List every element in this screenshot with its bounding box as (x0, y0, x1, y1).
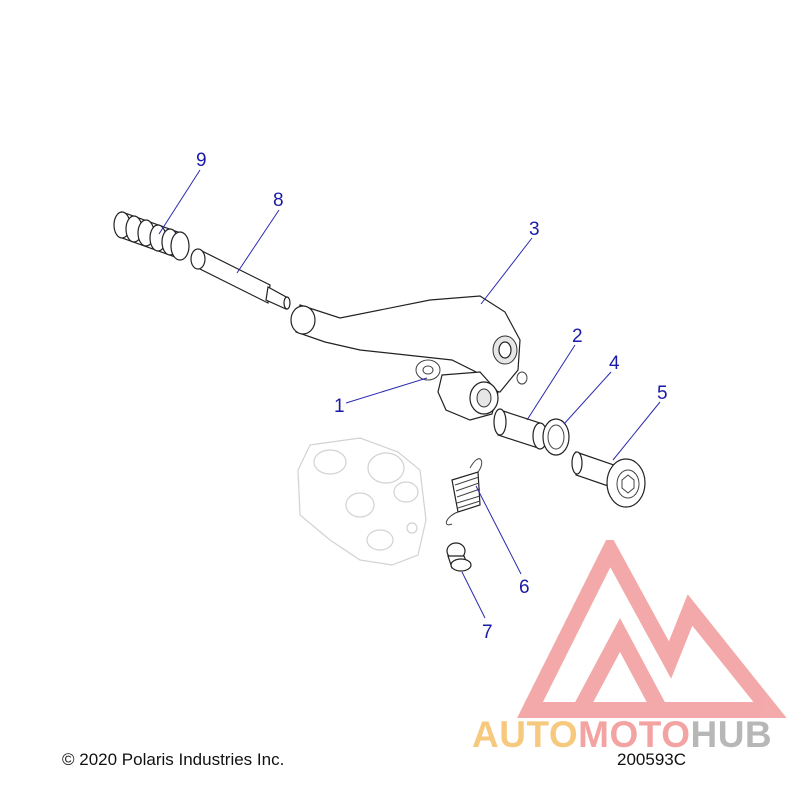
part-9-grip (113, 211, 190, 261)
callout-4: 4 (609, 353, 620, 374)
watermark-auto: AUTO (472, 714, 579, 755)
callout-9: 9 (196, 150, 207, 171)
caliper-ghost (297, 437, 427, 566)
part-8-pin (190, 248, 291, 310)
drawing-number: 200593C (617, 750, 687, 769)
part-4-washer (542, 418, 570, 456)
callout-1: 1 (334, 396, 345, 417)
leader-5 (612, 401, 661, 461)
leader-3 (480, 237, 533, 305)
part-7-screw (446, 542, 472, 572)
part-5-bolt (571, 451, 646, 508)
part-2-bushing (493, 408, 548, 450)
callout-labels: 1 2 3 4 5 6 7 8 9 (196, 150, 668, 643)
copyright-text: © 2020 Polaris Industries Inc. (62, 750, 285, 769)
leader-9 (158, 169, 201, 235)
leader-lines (158, 169, 661, 619)
part-3-pedal-arm (290, 295, 528, 421)
callout-2: 2 (572, 326, 583, 347)
leader-4 (563, 371, 612, 425)
leader-7 (461, 571, 486, 619)
watermark-moto: MOTO (578, 714, 691, 755)
leader-2 (526, 344, 576, 421)
part-6-spring (445, 458, 483, 526)
callout-8: 8 (273, 190, 284, 211)
automotohub-logo (517, 540, 787, 718)
leader-6 (475, 485, 522, 575)
callout-5: 5 (657, 383, 668, 404)
watermark-text: AUTOMOTOHUB (472, 714, 772, 756)
leader-8 (236, 209, 280, 274)
watermark-hub: HUB (690, 714, 773, 755)
callout-7: 7 (482, 622, 493, 643)
leader-1 (345, 377, 428, 404)
callout-6: 6 (519, 577, 530, 598)
callout-3: 3 (529, 219, 540, 240)
